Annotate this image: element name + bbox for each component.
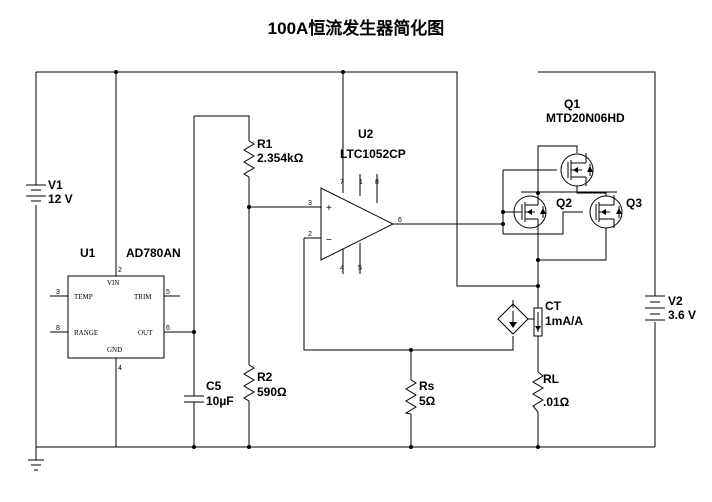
- q3-name: Q3: [626, 196, 642, 210]
- junction-dot: [247, 205, 251, 209]
- u1-pin-vin-label: VIN: [107, 279, 119, 287]
- u1-pin-out-label: OUT: [138, 329, 153, 337]
- ground-symbol: [28, 447, 44, 471]
- resistor-r2: R2 590Ω: [243, 364, 287, 402]
- rs-value: 5Ω: [419, 394, 436, 408]
- junction-dot: [192, 330, 196, 334]
- r1-ref-wire: [193, 115, 250, 378]
- top-rail-wire: [36, 71, 538, 287]
- gate-drive-wire: [393, 169, 583, 235]
- u1-part: AD780AN: [126, 246, 181, 260]
- junctions: [114, 70, 540, 449]
- u2-pin-number: 7: [340, 179, 344, 186]
- junction-dot: [501, 222, 505, 226]
- battery-v2: V2 3.6 V: [645, 294, 696, 322]
- junction-dot: [409, 445, 413, 449]
- u2-pin-number: 3: [308, 200, 312, 207]
- r1-name: R1: [257, 137, 273, 151]
- capacitor-c5: C5 10µF: [184, 378, 234, 410]
- r2-name: R2: [257, 370, 273, 384]
- u1-pin-gnd-label: GND: [107, 346, 122, 354]
- rl-name: RL: [543, 372, 559, 386]
- q1-drain-wire: [537, 145, 578, 234]
- u2-plus-sign: +: [326, 203, 332, 214]
- u1-pin-number: 3: [56, 289, 60, 296]
- c5-value: 10µF: [206, 394, 234, 408]
- u1-name: U1: [80, 246, 96, 260]
- rs-name: Rs: [419, 379, 435, 393]
- junction-dot: [536, 284, 540, 288]
- u2-pin-number: 8: [375, 179, 379, 186]
- v1-value: 12 V: [48, 192, 73, 206]
- c5-name: C5: [206, 379, 222, 393]
- junction-dot: [536, 445, 540, 449]
- u1-pin-range-label: RANGE: [74, 329, 98, 337]
- battery-v1: V1 12 V: [26, 178, 73, 206]
- q1-part: MTD20N06HD: [546, 111, 625, 125]
- u2-pin-number: 6: [398, 217, 402, 224]
- q1-name: Q1: [564, 97, 580, 111]
- u2-pin-number: 4: [340, 265, 344, 272]
- resistor-r1: R1 2.354kΩ: [243, 137, 304, 178]
- ct-name: CT: [545, 299, 562, 313]
- u1-pin-temp-label: TEMP: [74, 293, 93, 301]
- wires: [28, 71, 656, 471]
- junction-dot: [536, 258, 540, 262]
- mosfet-q1: Q1 MTD20N06HD: [546, 97, 625, 187]
- opamp-u2: U2 LTC1052CP + − 7 1 8 3 2 6 4 5: [308, 127, 406, 272]
- v1-name: V1: [48, 178, 63, 192]
- rl-value: .01Ω: [543, 395, 570, 409]
- u2-name: U2: [358, 127, 374, 141]
- divider-wire: [248, 177, 321, 447]
- v2-name: V2: [668, 294, 683, 308]
- junction-dot: [341, 70, 345, 74]
- r2-value: 590Ω: [257, 385, 287, 399]
- feedback-wire: [303, 237, 514, 351]
- v2-value: 3.6 V: [668, 308, 696, 322]
- resistor-rs: Rs 5Ω: [404, 379, 436, 415]
- u1-pin-number: 4: [118, 365, 122, 372]
- right-rail-wire: [538, 71, 656, 447]
- mosfet-q2: Q2: [511, 195, 572, 229]
- u1-pin-number: 6: [166, 325, 170, 332]
- junction-dot: [192, 445, 196, 449]
- junction-dot: [247, 445, 251, 449]
- u2-pin-number: 1: [359, 179, 363, 186]
- r1-value: 2.354kΩ: [257, 151, 304, 165]
- u1-pin-number: 2: [118, 267, 122, 274]
- junction-dot: [536, 191, 540, 195]
- u2-pin-stubs: [342, 174, 378, 274]
- resistor-rl: RL .01Ω: [532, 371, 570, 413]
- junction-dot: [409, 348, 413, 352]
- current-transducer-ct: CT 1mA/A: [497, 299, 583, 337]
- q2-name: Q2: [556, 196, 572, 210]
- mosfet-q3: Q3: [589, 195, 642, 229]
- u2-part: LTC1052CP: [340, 147, 406, 161]
- u1-pin-number: 5: [166, 289, 170, 296]
- u2-pin-number: 2: [308, 231, 312, 238]
- junction-dot: [501, 210, 505, 214]
- source-rail-wire: [537, 228, 607, 261]
- ct-value: 1mA/A: [545, 314, 583, 328]
- ic-u1: U1 AD780AN VIN TEMP TRIM RANGE OUT GND 2…: [56, 246, 181, 372]
- u1-pin-trim-label: TRIM: [134, 293, 152, 301]
- junction-dot: [114, 70, 118, 74]
- u1-pin-number: 8: [56, 325, 60, 332]
- u2-minus-sign: −: [326, 235, 332, 246]
- diagram-title: 100A恒流发生器简化图: [268, 18, 445, 38]
- u1-pin-stubs: [50, 295, 194, 333]
- u2-pin-number: 5: [358, 265, 362, 272]
